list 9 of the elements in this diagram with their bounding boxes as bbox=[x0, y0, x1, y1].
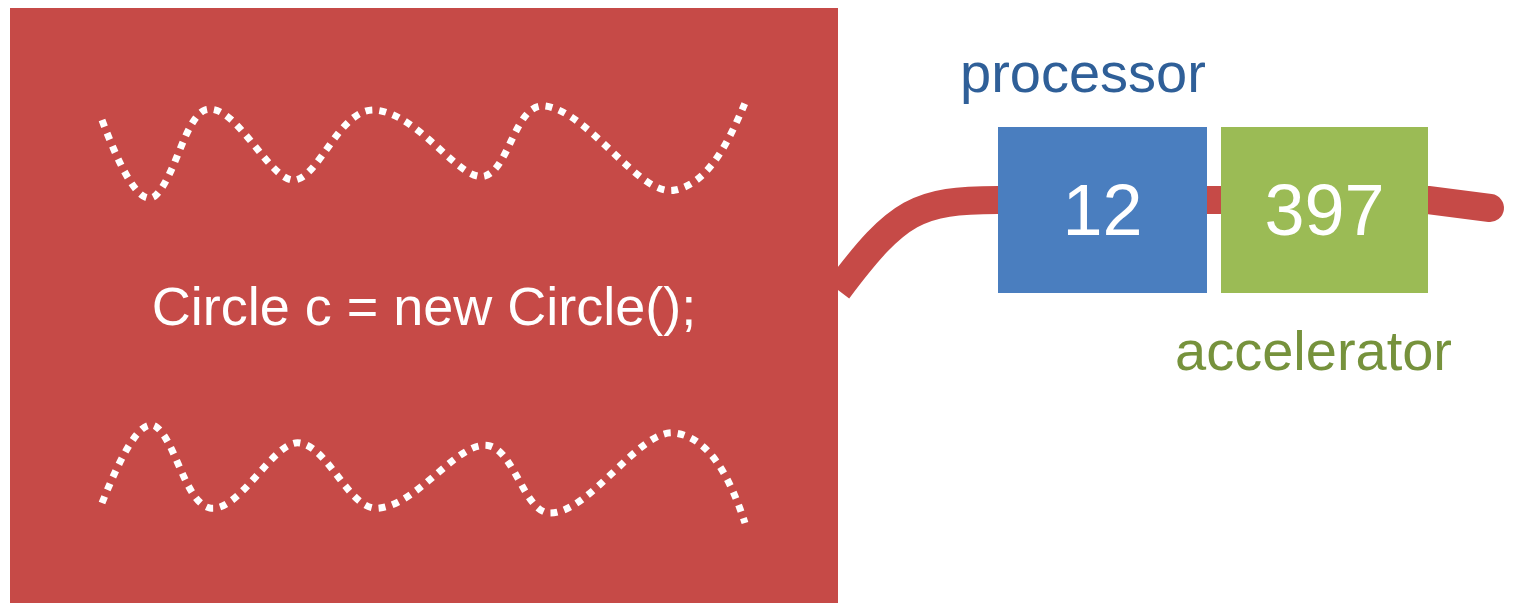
code-box bbox=[10, 8, 838, 603]
value-box bbox=[998, 127, 1207, 293]
connector-line bbox=[1207, 186, 1221, 214]
value-box bbox=[1221, 127, 1428, 293]
caption-text: accelerator bbox=[1175, 318, 1453, 383]
value-text: 397 bbox=[1264, 169, 1385, 251]
value-text: 12 bbox=[1062, 169, 1143, 251]
code-text: Circle c = new Circle(); bbox=[151, 274, 697, 337]
caption-text: processor bbox=[960, 40, 1206, 105]
